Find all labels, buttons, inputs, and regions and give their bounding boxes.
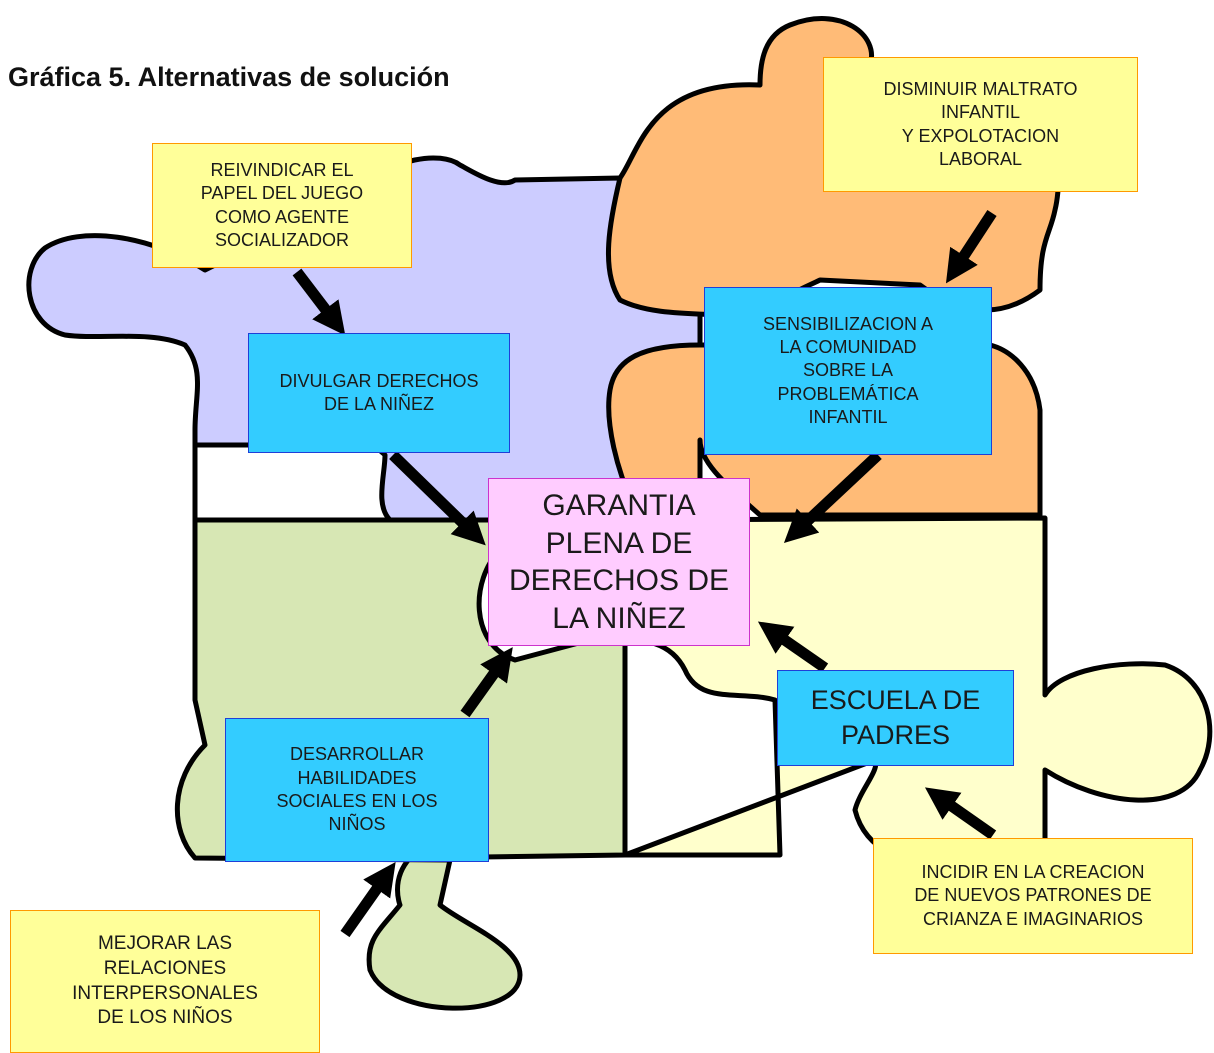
arrows (292, 209, 997, 938)
arrow-escuela-to-center (757, 621, 829, 673)
chart-title: Gráfica 5. Alternativas de solución (8, 62, 450, 92)
arrow-disminuir-to-sensibilizacion (945, 209, 997, 284)
arrow-divulgar-to-center (389, 451, 486, 546)
note-disminuir: DISMINUIR MALTRATO INFANTIL Y EXPOLOTACI… (823, 57, 1138, 192)
arrow-reivindicar-to-divulgar (292, 268, 346, 336)
note-divulgar: DIVULGAR DERECHOS DE LA NIÑEZ (248, 333, 510, 453)
arrow-mejorar-to-desarrollar (340, 862, 396, 938)
note-reivindicar: REIVINDICAR EL PAPEL DEL JUEGO COMO AGEN… (152, 143, 412, 268)
note-desarrollar: DESARROLLAR HABILIDADES SOCIALES EN LOS … (225, 718, 489, 862)
note-sensibilizacion: SENSIBILIZACION A LA COMUNIDAD SOBRE LA … (704, 287, 992, 455)
note-mejorar: MEJORAR LAS RELACIONES INTERPERSONALES D… (10, 910, 320, 1053)
center-goal: GARANTIA PLENA DE DERECHOS DE LA NIÑEZ (488, 478, 750, 646)
arrow-incidir-to-escuela (924, 787, 997, 840)
arrow-desarrollar-to-center (460, 647, 513, 718)
note-incidir: INCIDIR EN LA CREACION DE NUEVOS PATRONE… (873, 838, 1193, 954)
note-escuela: ESCUELA DE PADRES (777, 670, 1014, 766)
arrow-sensibilizacion-to-center (783, 450, 882, 544)
